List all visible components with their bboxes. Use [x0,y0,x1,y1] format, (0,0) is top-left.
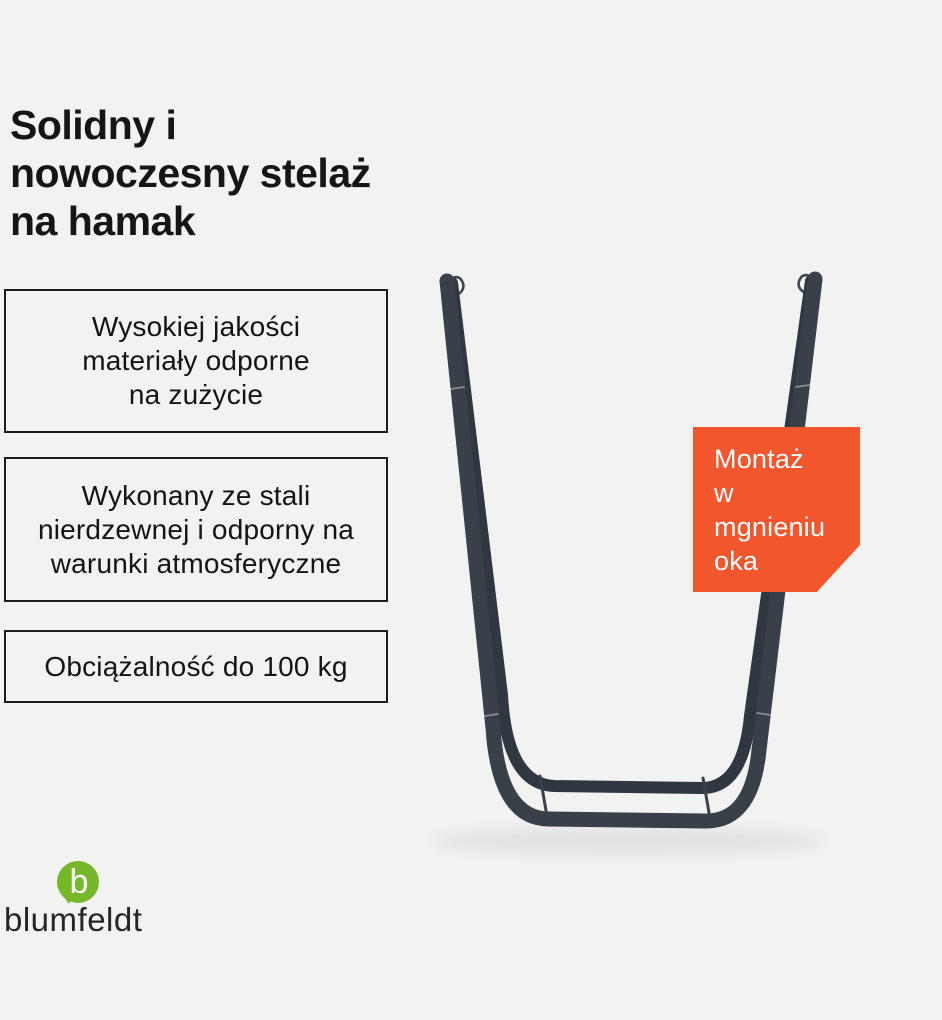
title-line: nowoczesny stelaż [10,150,371,197]
feature-box-steel: Wykonany ze stali nierdzewnej i odporny … [4,457,388,602]
badge-text-line: w [714,478,734,508]
badge-text-line: oka [714,546,759,576]
brand-wordmark: blumfeldt [4,901,143,938]
feature-text-line: Obciążalność do 100 kg [44,650,348,682]
feature-box-load-capacity: Obciążalność do 100 kg [4,630,388,703]
feature-text-line: Wykonany ze stali [81,479,311,511]
badge-text-line: Montaż [714,444,804,474]
feature-text-line: nierdzewnej i odporny na [37,513,355,545]
badge-text-line: mgnieniu [714,512,826,542]
page-title: Solidny i nowoczesny stelaż na hamak [10,101,440,245]
quick-assembly-badge: Montaż w mgnieniu oka [693,427,860,592]
stand-back-frame [446,275,817,795]
tube-joint-seams [450,384,810,717]
feature-text-line: materiały odporne [82,345,310,376]
stand-front-frame [439,271,823,829]
feature-box-materials: Wysokiej jakości materiały odporne na zu… [4,289,388,433]
title-line: na hamak [10,198,196,245]
logo-letter: b [70,863,89,901]
ground-shadow [433,827,823,855]
feature-text-line: Wysokiej jakości [91,311,301,342]
blumfeldt-logo-icon: b [57,861,99,904]
feature-text-line: warunki atmosferyczne [50,547,342,579]
feature-text-line: na zużycie [128,379,264,410]
title-line: Solidny i [10,102,177,149]
